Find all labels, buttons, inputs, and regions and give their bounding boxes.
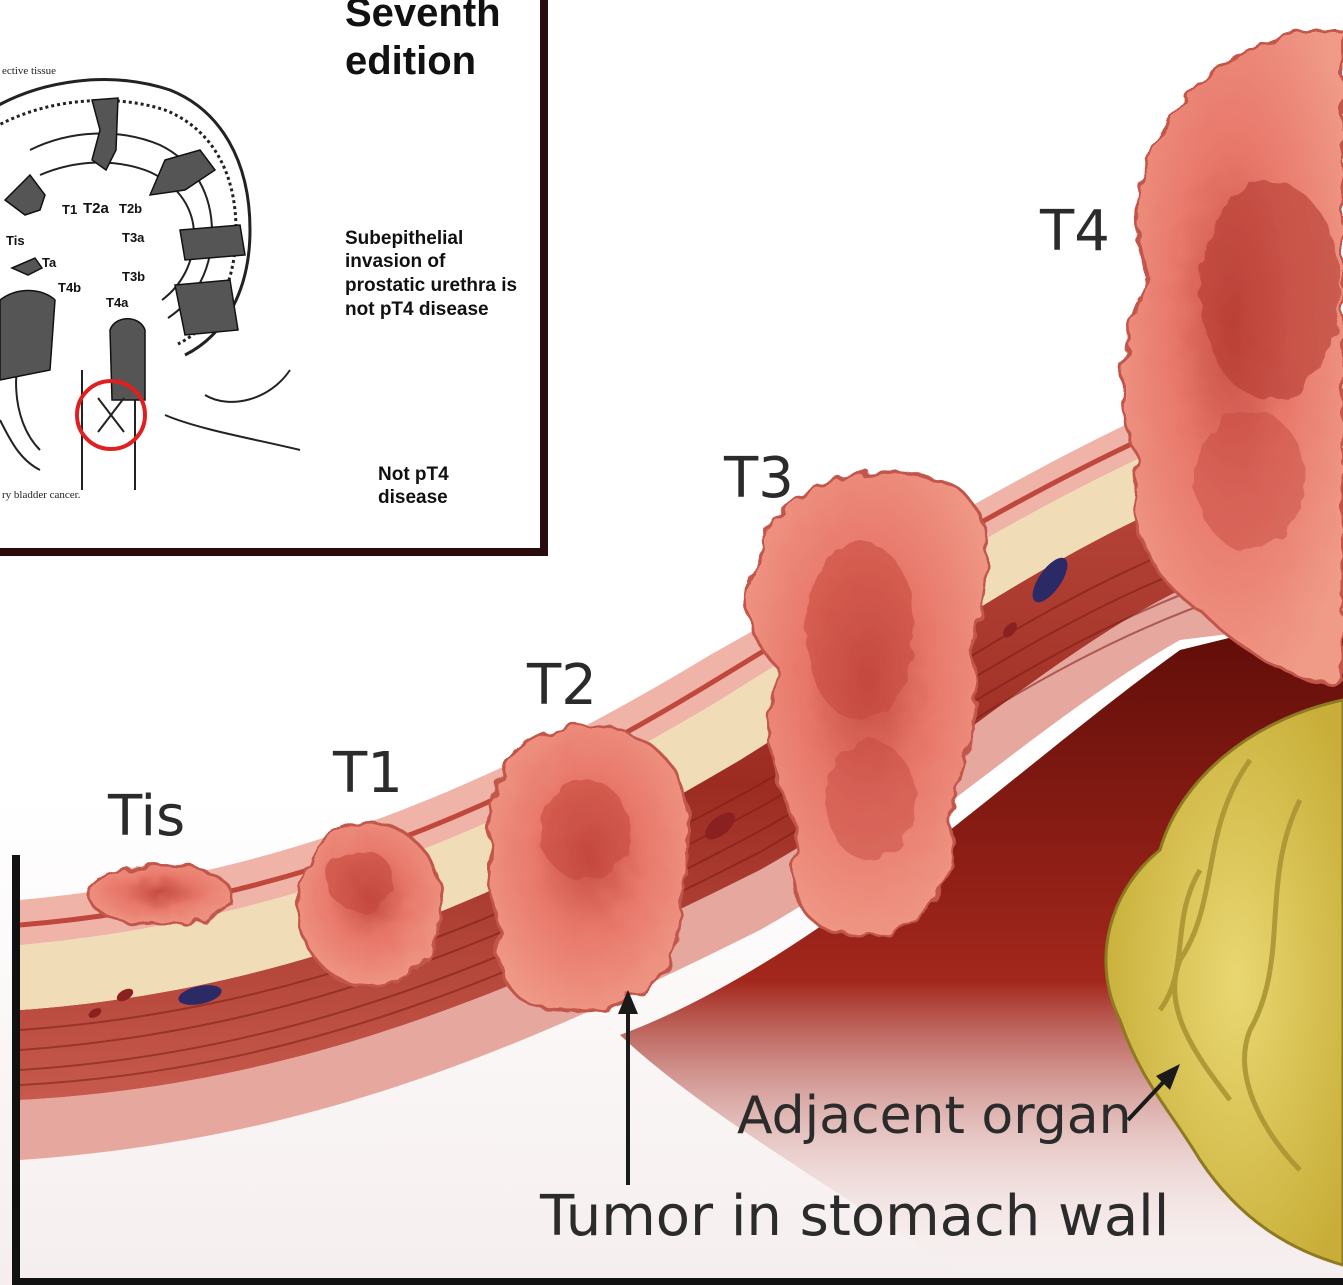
inset-heading-line2: edition <box>345 39 476 83</box>
label-t2: T2 <box>526 653 597 718</box>
label-tumor-in-stomach-wall: Tumor in stomach wall <box>539 1184 1169 1249</box>
tumor-tis <box>88 865 232 925</box>
inset-caption-top: ective tissue <box>2 65 56 77</box>
frame-bottom-border <box>12 1278 1343 1285</box>
label-t1: T1 <box>332 741 403 806</box>
inset-label-tis: Tis <box>6 233 25 248</box>
inset-not-pt4-line2: disease <box>378 487 448 508</box>
inset-note-line3: prostatic urethra is <box>345 275 517 296</box>
bladder-tumor-t4b <box>0 291 55 380</box>
inset-border-bottom <box>0 548 548 556</box>
inset-caption-bottom: ry bladder cancer. <box>2 489 81 501</box>
label-adjacent-organ: Adjacent organ <box>737 1086 1132 1146</box>
inset-border-right <box>540 0 548 555</box>
bladder-tumor-t3b <box>175 280 238 335</box>
inset-label-t4a: T4a <box>106 295 129 310</box>
tumor-t2 <box>488 726 689 1012</box>
label-tis: Tis <box>107 784 185 849</box>
tumor-t1 <box>298 823 442 987</box>
inset-label-t4b: T4b <box>58 280 81 295</box>
inset-note-line2: invasion of <box>345 251 446 272</box>
label-t3: T3 <box>723 446 794 511</box>
inset-label-ta: Ta <box>42 255 57 270</box>
inset-label-t2a: T2a <box>83 200 110 217</box>
inset-label-t3a: T3a <box>122 230 145 245</box>
inset-panel: Seventh edition Subepithelial invasion o… <box>0 0 548 556</box>
frame-left-border <box>12 855 20 1285</box>
inset-note-line4: not pT4 disease <box>345 299 489 320</box>
bladder-tumor-t3a <box>180 225 245 260</box>
inset-label-t1: T1 <box>62 202 77 217</box>
bladder-tumor-t4a <box>110 319 145 400</box>
inset-heading-line1: Seventh <box>345 0 501 35</box>
label-t4: T4 <box>1039 199 1110 264</box>
inset-label-t2b: T2b <box>119 201 142 216</box>
inset-not-pt4-line1: Not pT4 <box>378 464 449 485</box>
inset-label-t3b: T3b <box>122 269 145 284</box>
inset-note-line1: Subepithelial <box>345 228 463 249</box>
